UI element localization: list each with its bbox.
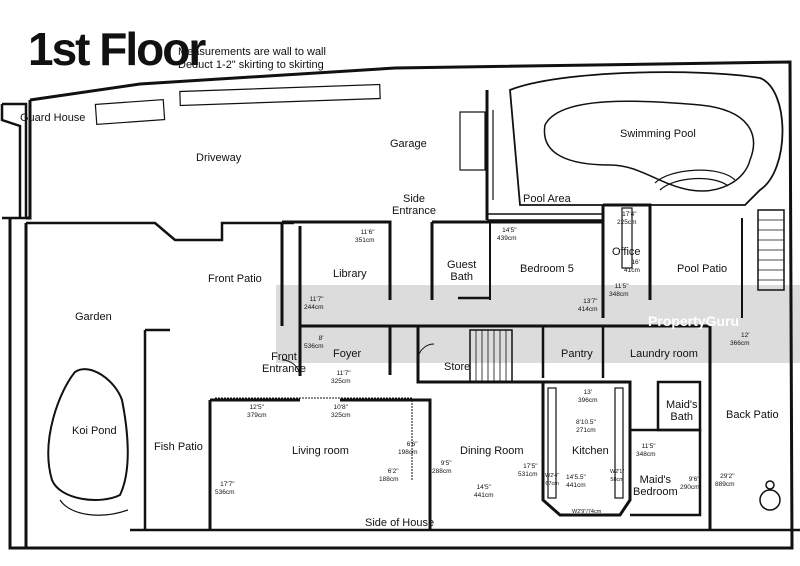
bedroom5-label: Bedroom 5 [520,263,574,275]
living-depth-dim: 17'7"536cm [215,481,235,496]
hall-a-dim: 6'6"198cm [398,441,418,456]
kitchen-counter-right [614,387,624,499]
property-wall-top [8,60,794,550]
foyer-depth-dim: 8'536cm [304,335,324,350]
front-entrance-label: Front Entrance [262,351,306,375]
foyer-label: Foyer [333,348,362,360]
library-depth-dim: 11'7"244cm [304,296,324,311]
living-a-dim: 12'5"379cm [247,404,267,419]
maids-bath-line2: Bath [670,411,694,423]
kitchen-counter-left [547,387,557,499]
koi-pond-rocks [59,499,129,516]
maids-bedroom-wall [630,428,702,517]
koi-pond-label: Koi Pond [72,425,117,437]
kitchen-mid-dim: 8'10.5"271cm [576,419,596,434]
koi-pond [47,368,129,501]
guard-house-label: Guard House [20,112,86,124]
watermark-logo: PropertyGuru [648,313,740,329]
maids-bath-label: Maid's Bath [666,399,697,423]
store-door-swing [417,343,435,361]
office-extra-dim: 11'5"348cm [609,283,629,298]
hall-b-dim: 6'2"188cm [379,468,399,483]
kitchen-left-dim: W2'4"67cm [545,473,560,487]
driveway-label: Driveway [196,152,242,164]
maids-bedroom-line2: Bedroom [633,486,678,498]
backpatio-dim: 29'2"889cm [715,473,735,488]
laundry-room-label: Laundry room [630,348,698,360]
bedroom5-width-dim: 14'5"439cm [497,227,517,242]
pool-patio-label: Pool Patio [677,263,728,275]
living-b-dim: 10'8"325cm [331,404,351,419]
page-title: 1st Floor [28,23,206,75]
office-depth-dim: 16'41cm [624,259,640,274]
kitchen-top-dim: 13'396cm [578,389,598,404]
front-wall [26,100,32,220]
kitchen-wall [541,380,632,517]
living-room-wall [208,398,432,530]
back-patio-label: Back Patio [726,409,779,421]
fish-patio-label: Fish Patio [154,441,203,453]
kitchen-label: Kitchen [572,445,609,457]
maids-bedroom-label: Maid's Bedroom [633,474,678,498]
office-wall [601,203,652,300]
dining-extra-dim: 17'5"531cm [518,463,538,478]
pantry-label: Pantry [561,348,593,360]
laundry-dim: 12'366cm [730,332,750,347]
outer-boundary [0,102,28,220]
pool-deck [509,71,784,206]
fish-patio-wall [143,328,170,530]
kitchen-low-dim: 14'5.5"441cm [566,474,586,489]
dining-room-label: Dining Room [460,445,524,457]
swimming-pool-label: Swimming Pool [620,128,696,140]
front-door-swing [281,359,301,377]
guest-bath-line1: Guest [447,259,477,271]
kitchen-right-dim: W2'1"58cm [610,469,625,483]
boundary-box-2 [179,83,381,107]
boundary-box-1 [94,99,166,125]
garden-label: Garden [75,311,112,323]
dining-width-dim: 14'5"441cm [474,484,494,499]
bedroom5-depth-dim: 13'7"414cm [578,298,598,313]
maids-bedroom-line1: Maid's [639,474,672,486]
measurement-note: Measurements are wall to wall Deduct 1-2… [178,46,326,72]
library-label: Library [333,268,367,280]
house-wall-left [26,221,294,242]
maid-width-dim: 11'5"348cm [636,443,656,458]
water-heater [759,489,781,511]
front-entrance-line1: Front [271,351,297,363]
pool-water [543,100,755,192]
side-entrance-label: Side Entrance [392,193,436,217]
library-wall [280,220,392,326]
store-label: Store [444,361,471,373]
dining-depth-dim: 9'5"288cm [432,460,452,475]
kitchen-bottom-dim: W2'9"/74cm [572,509,602,515]
watermark-band [276,285,800,363]
maids-bath-line1: Maid's [666,399,698,411]
office-label: Office [612,246,641,258]
measurement-note-line1: Measurements are wall to wall [178,46,326,58]
maid-depth-dim: 9'6"290cm [680,476,700,491]
garage-door [459,111,486,171]
pool-area-label: Pool Area [523,193,571,205]
front-patio-label: Front Patio [208,273,262,285]
office-closet [621,207,633,269]
guest-bath-label: Guest Bath [447,259,476,283]
garage-label: Garage [390,138,427,150]
pool-steps [654,169,736,191]
side-entrance-line2: Entrance [392,205,437,217]
measurement-note-line2: Deduct 1-2" skirting to skirting [178,59,324,71]
living-room-label: Living room [292,445,349,457]
library-width-dim: 11'6"351cm [355,229,375,244]
guest-bath-line2: Bath [450,271,473,283]
office-width-dim: 17'4"225cm [617,211,637,226]
side-of-house-label: Side of House [365,517,435,529]
front-entrance-line2: Entrance [262,363,307,375]
foyer-width-dim: 11'7"325cm [331,370,351,385]
side-entrance-line1: Side [403,193,426,205]
